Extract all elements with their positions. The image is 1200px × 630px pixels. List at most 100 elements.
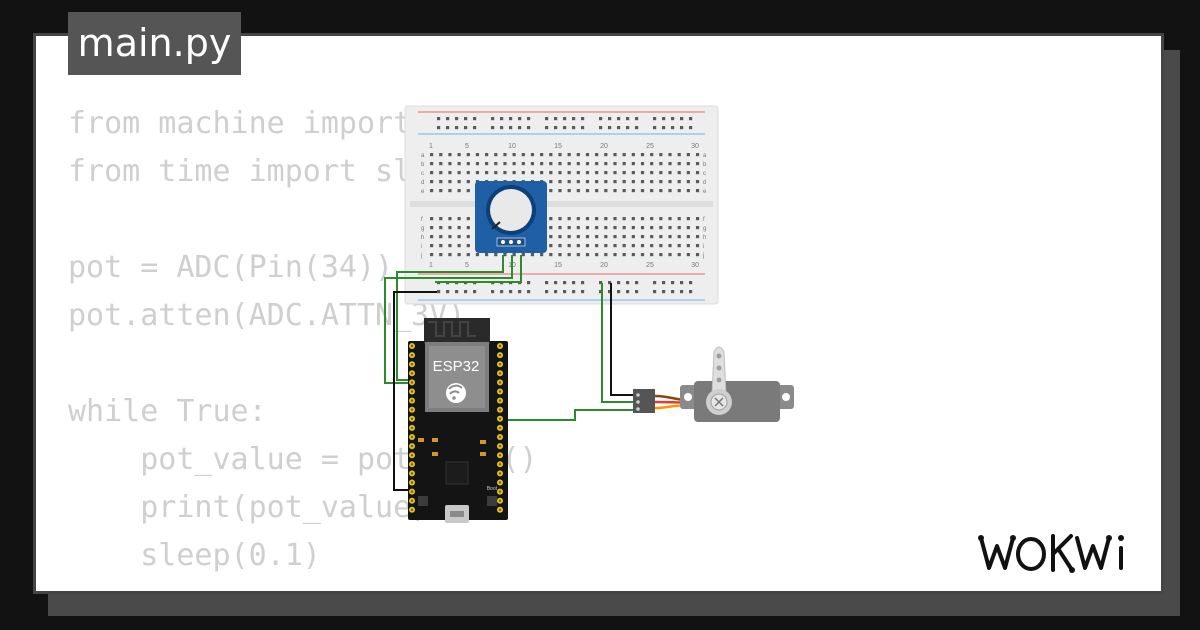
breadboard-hole[interactable]	[527, 117, 531, 121]
breadboard-hole[interactable]	[475, 162, 480, 166]
breadboard-hole[interactable]	[549, 162, 553, 166]
breadboard-hole[interactable]	[457, 226, 461, 230]
breadboard-hole[interactable]	[576, 226, 580, 230]
breadboard-hole[interactable]	[604, 171, 608, 175]
breadboard-hole[interactable]	[545, 281, 549, 285]
breadboard-hole[interactable]	[686, 153, 690, 157]
breadboard-hole[interactable]	[448, 162, 452, 166]
breadboard-hole[interactable]	[668, 253, 672, 257]
breadboard-hole[interactable]	[567, 244, 571, 248]
breadboard-hole[interactable]	[680, 126, 684, 130]
breadboard-hole[interactable]	[549, 244, 553, 248]
breadboard-hole[interactable]	[668, 189, 672, 193]
breadboard-hole[interactable]	[599, 281, 603, 285]
breadboard-hole[interactable]	[640, 153, 645, 157]
servo-motor[interactable]	[633, 346, 794, 422]
breadboard-hole[interactable]	[448, 226, 452, 230]
breadboard-hole[interactable]	[494, 253, 498, 257]
breadboard-hole[interactable]	[599, 117, 603, 121]
breadboard-hole[interactable]	[659, 235, 663, 239]
breadboard-hole[interactable]	[530, 153, 535, 157]
breadboard-hole[interactable]	[613, 253, 617, 257]
breadboard-hole[interactable]	[545, 117, 549, 121]
breadboard-hole[interactable]	[485, 253, 489, 257]
breadboard-hole[interactable]	[677, 153, 681, 157]
breadboard-hole[interactable]	[581, 290, 585, 294]
breadboard-hole[interactable]	[455, 126, 459, 130]
breadboard-hole[interactable]	[617, 290, 621, 294]
breadboard-hole[interactable]	[558, 244, 562, 248]
breadboard-hole[interactable]	[473, 117, 477, 121]
breadboard-hole[interactable]	[439, 153, 443, 157]
breadboard-hole[interactable]	[439, 235, 443, 239]
breadboard-hole[interactable]	[659, 217, 663, 221]
breadboard-hole[interactable]	[446, 126, 450, 130]
breadboard-hole[interactable]	[439, 244, 443, 248]
breadboard-hole[interactable]	[686, 253, 690, 257]
breadboard-hole[interactable]	[650, 217, 654, 221]
breadboard-hole[interactable]	[653, 290, 657, 294]
breadboard-hole[interactable]	[604, 189, 608, 193]
breadboard-hole[interactable]	[567, 217, 571, 221]
breadboard-hole[interactable]	[572, 290, 576, 294]
breadboard-hole[interactable]	[585, 226, 590, 230]
breadboard-hole[interactable]	[595, 153, 599, 157]
breadboard-hole[interactable]	[650, 235, 654, 239]
breadboard-hole[interactable]	[457, 171, 461, 175]
breadboard-hole[interactable]	[617, 281, 621, 285]
breadboard-hole[interactable]	[558, 153, 562, 157]
breadboard-hole[interactable]	[503, 162, 507, 166]
breadboard-hole[interactable]	[599, 290, 603, 294]
breadboard-hole[interactable]	[466, 153, 470, 157]
breadboard-hole[interactable]	[668, 180, 672, 184]
breadboard-hole[interactable]	[631, 189, 635, 193]
breadboard-hole[interactable]	[604, 162, 608, 166]
breadboard-hole[interactable]	[558, 217, 562, 221]
breadboard-hole[interactable]	[653, 126, 657, 130]
breadboard-hole[interactable]	[430, 162, 434, 166]
breadboard-hole[interactable]	[640, 162, 645, 166]
en-button[interactable]	[418, 496, 428, 506]
breadboard-hole[interactable]	[671, 126, 675, 130]
breadboard-hole[interactable]	[668, 171, 672, 175]
breadboard-hole[interactable]	[437, 126, 441, 130]
breadboard-hole[interactable]	[475, 153, 480, 157]
breadboard-hole[interactable]	[650, 162, 654, 166]
breadboard-hole[interactable]	[604, 244, 608, 248]
breadboard-hole[interactable]	[581, 281, 585, 285]
breadboard-hole[interactable]	[613, 226, 617, 230]
breadboard-hole[interactable]	[540, 153, 544, 157]
breadboard-hole[interactable]	[457, 217, 461, 221]
breadboard-hole[interactable]	[466, 244, 470, 248]
breadboard-hole[interactable]	[466, 226, 470, 230]
breadboard-hole[interactable]	[448, 253, 452, 257]
breadboard-hole[interactable]	[512, 153, 516, 157]
breadboard-hole[interactable]	[671, 281, 675, 285]
breadboard-hole[interactable]	[689, 281, 693, 285]
breadboard-hole[interactable]	[540, 253, 544, 257]
breadboard-hole[interactable]	[631, 244, 635, 248]
breadboard-hole[interactable]	[558, 180, 562, 184]
breadboard-hole[interactable]	[466, 189, 470, 193]
breadboard-hole[interactable]	[635, 281, 639, 285]
breadboard-hole[interactable]	[595, 226, 599, 230]
breadboard-hole[interactable]	[686, 189, 690, 193]
breadboard-hole[interactable]	[439, 189, 443, 193]
breadboard-hole[interactable]	[567, 226, 571, 230]
breadboard-hole[interactable]	[617, 117, 621, 121]
breadboard-hole[interactable]	[668, 153, 672, 157]
breadboard-hole[interactable]	[677, 189, 681, 193]
breadboard-hole[interactable]	[576, 253, 580, 257]
breadboard-hole[interactable]	[545, 126, 549, 130]
breadboard-hole[interactable]	[576, 180, 580, 184]
breadboard-hole[interactable]	[613, 235, 617, 239]
breadboard-hole[interactable]	[585, 180, 590, 184]
breadboard-hole[interactable]	[466, 171, 470, 175]
breadboard-hole[interactable]	[640, 217, 645, 221]
breadboard-hole[interactable]	[668, 226, 672, 230]
breadboard-hole[interactable]	[437, 117, 441, 121]
breadboard-hole[interactable]	[567, 180, 571, 184]
breadboard-hole[interactable]	[576, 189, 580, 193]
breadboard-hole[interactable]	[466, 217, 470, 221]
breadboard-hole[interactable]	[635, 117, 639, 121]
